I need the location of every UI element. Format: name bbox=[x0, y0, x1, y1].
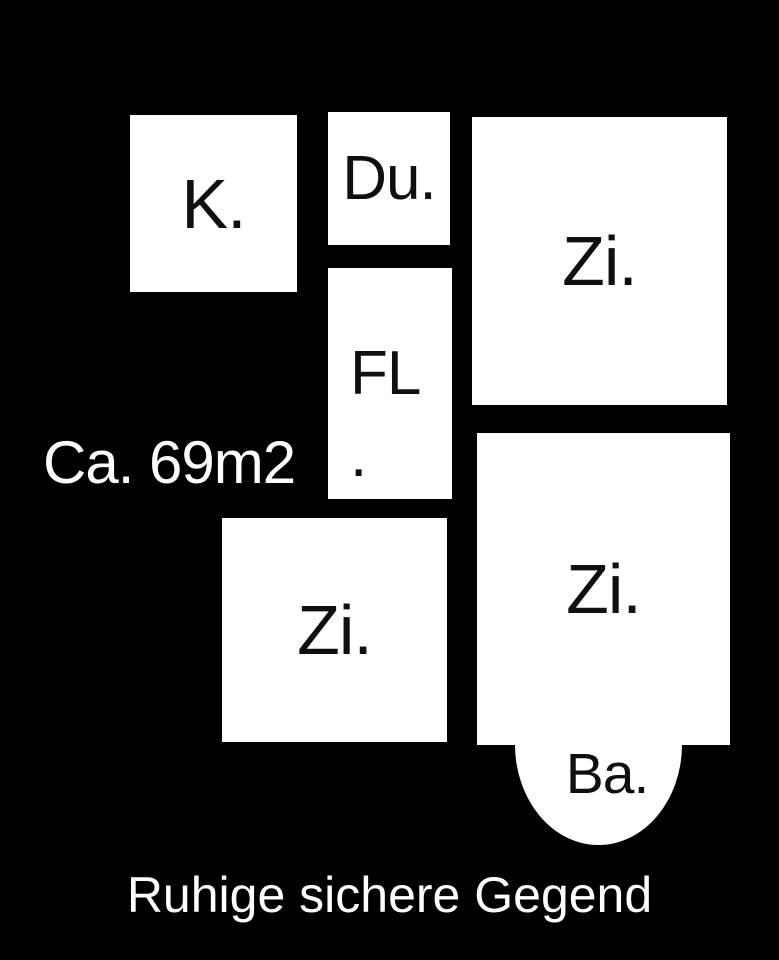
room-zimmer-bottom-right: Zi. bbox=[477, 433, 730, 845]
room-zimmer-middle-label: Zi. bbox=[297, 591, 373, 669]
room-zimmer-middle: Zi. bbox=[222, 518, 447, 742]
room-bath-label: Ba. bbox=[565, 742, 650, 806]
room-zimmer-top-right-label: Zi. bbox=[562, 222, 638, 300]
room-kitchen: K. bbox=[130, 115, 297, 292]
room-shower: Du. bbox=[328, 112, 450, 245]
room-shower-label: Du. bbox=[342, 144, 436, 213]
room-zimmer-bottom-right-label: Zi. bbox=[566, 550, 642, 628]
room-hallway: FL . bbox=[328, 268, 452, 499]
area-size-text: Ca. 69m2 bbox=[43, 429, 296, 496]
room-zimmer-top-right: Zi. bbox=[472, 117, 727, 405]
caption-text: Ruhige sichere Gegend bbox=[126, 867, 653, 923]
room-kitchen-label: K. bbox=[181, 164, 246, 243]
room-hallway-label: FL . bbox=[350, 339, 421, 491]
